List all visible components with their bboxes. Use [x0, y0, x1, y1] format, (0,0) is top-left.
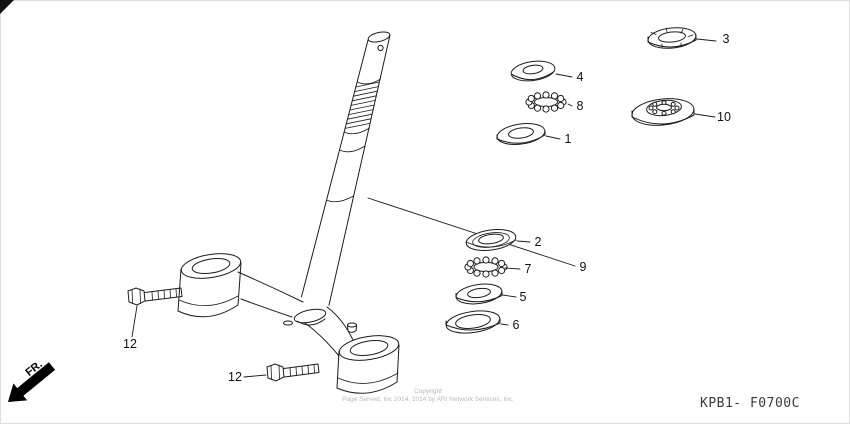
page-corner-mark — [0, 0, 14, 14]
leader-line-12-upper — [131, 305, 138, 338]
leader-line-12-lower — [243, 374, 267, 378]
callout-4[interactable]: 4 — [577, 70, 584, 84]
steering-stem-tube — [295, 31, 391, 319]
leader-line-2 — [516, 240, 531, 243]
callout-7[interactable]: 7 — [525, 262, 532, 276]
callout-2[interactable]: 2 — [535, 235, 542, 249]
steering-top-cone-part — [631, 98, 695, 126]
leader-line-3 — [696, 38, 717, 42]
castle-nut-part — [647, 27, 697, 49]
bottom-dust-seal-part — [445, 310, 501, 334]
callout-8[interactable]: 8 — [577, 99, 584, 113]
leader-line-9 — [367, 197, 576, 267]
copyright-line-2: Page Served, Inc 2014, 2014 by ARI Netwo… — [342, 396, 514, 403]
callout-5[interactable]: 5 — [520, 290, 527, 304]
fork-clamp-right — [336, 335, 400, 394]
diagram-part-code: KPB1- F0700C — [700, 396, 800, 411]
leader-lines — [131, 38, 717, 378]
dust-cap-part — [510, 60, 556, 82]
lower-race-part — [455, 283, 503, 305]
stem-base-boss — [293, 308, 327, 324]
leader-line-1 — [545, 135, 561, 140]
bottom-bridge — [236, 268, 357, 357]
leader-line-7 — [504, 267, 521, 270]
callout-6[interactable]: 6 — [513, 318, 520, 332]
bridge-stud — [347, 322, 357, 333]
copyright-line-1: Copyright — [414, 388, 442, 395]
pinch-bolt-upper — [127, 287, 183, 306]
callout-12-lower[interactable]: 12 — [228, 370, 242, 384]
lower-ball-retainer-part — [464, 256, 508, 278]
leader-line-6 — [500, 323, 509, 326]
leader-line-8 — [567, 103, 573, 107]
callout-12-upper[interactable]: 12 — [123, 337, 137, 351]
upper-race-part — [496, 123, 546, 145]
leader-line-5 — [502, 294, 517, 298]
bridge-bolt-hole — [283, 320, 293, 326]
fr-arrow-icon — [8, 362, 56, 402]
leader-line-10 — [694, 113, 716, 118]
leader-line-4 — [555, 73, 573, 78]
callout-3[interactable]: 3 — [723, 32, 730, 46]
callout-1[interactable]: 1 — [565, 132, 572, 146]
callout-9[interactable]: 9 — [580, 260, 587, 274]
stem-threads — [344, 81, 380, 129]
upper-ball-retainer-part — [525, 91, 567, 113]
pinch-bolt-lower — [266, 363, 320, 382]
fr-direction-marker: FR. — [8, 358, 56, 402]
callout-10[interactable]: 10 — [717, 110, 731, 124]
dust-seal-part — [465, 229, 517, 251]
fork-clamp-left — [177, 253, 242, 318]
